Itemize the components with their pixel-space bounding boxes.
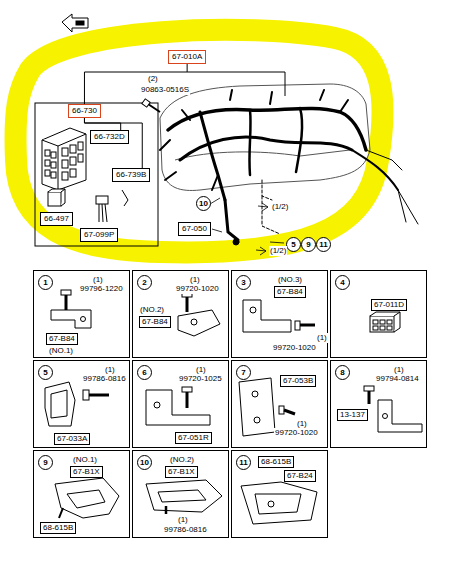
- part-number: 67-033A: [54, 433, 90, 445]
- part-text: (1): [316, 333, 328, 343]
- part-number: 67-B84: [46, 333, 78, 345]
- callout-number: 2: [137, 275, 152, 290]
- part-label-box: 67-099P: [80, 228, 118, 242]
- part-number: 67-B84: [274, 286, 306, 298]
- callout-number: 8: [335, 365, 350, 380]
- callout-number: 4: [335, 275, 350, 290]
- direction-arrow: [62, 14, 88, 32]
- detail-cell: 2(1)99720-1020(NO.2)67-B84: [132, 270, 229, 358]
- part-number: 67-B84: [139, 316, 171, 328]
- wire-harness: [160, 90, 418, 245]
- part-number: 66-497: [44, 214, 69, 223]
- part-text: (NO.2): [169, 455, 195, 465]
- part-number: 13-137: [337, 409, 368, 421]
- cell-drawings: [45, 290, 422, 524]
- screw: [142, 99, 160, 112]
- part-label-box: 66-497: [40, 212, 73, 226]
- part-text: 99796-1220: [79, 284, 124, 294]
- part-text: 99786-0816: [82, 374, 127, 384]
- part-text: 99720-1025: [178, 374, 223, 384]
- tree-connector: [84, 64, 187, 104]
- detail-cell: 8(1)99794-081413-137: [330, 360, 427, 448]
- part-text: (1): [177, 515, 189, 525]
- callout-number: 1: [38, 275, 53, 290]
- detail-cell: 767-053B(1)99720-1020: [231, 360, 328, 448]
- callout-number: 3: [236, 275, 251, 290]
- detail-cell: 1(1)99796-122067-B84(NO.1): [33, 270, 130, 358]
- part-text: (NO.3): [277, 275, 303, 285]
- part-number: 67-099P: [84, 230, 114, 239]
- part-number: 67-011D: [371, 299, 407, 311]
- part-text: 99720-1020: [175, 284, 220, 294]
- callout-number: 5: [286, 237, 301, 252]
- callout-number: 11: [316, 237, 331, 252]
- part-number: 66-739B: [116, 170, 146, 179]
- dashboard: [160, 84, 370, 190]
- tree-connector: [84, 118, 142, 168]
- detail-cell: 9 (NO.1)67-B1X 68-615B: [33, 450, 130, 538]
- part-number: 67-050: [182, 224, 207, 233]
- callout-number: 10: [196, 196, 211, 211]
- part-number: 67-B1X: [165, 466, 198, 478]
- part-number: 67-053B: [280, 375, 316, 387]
- part-text: 99786-0816: [163, 525, 208, 535]
- callout-number: 10: [137, 455, 152, 470]
- highlight-loop: [16, 30, 383, 253]
- part-number: 66-730: [72, 106, 97, 115]
- part-text: 99720-1020: [274, 428, 319, 438]
- part-number: 67-010A: [172, 52, 202, 61]
- callout-number: 9: [301, 237, 316, 252]
- part-number: 66-732D: [94, 132, 125, 141]
- detail-cell: 4 67-011D: [330, 270, 427, 358]
- detail-cell: 11 68-615B 67-B24: [231, 450, 328, 538]
- harness-leader: [187, 72, 285, 96]
- callout-number: 9: [38, 455, 53, 470]
- label-text: (2): [147, 74, 159, 84]
- part-number: 68-615B: [40, 522, 76, 534]
- detail-cell: 10 (NO.2)67-B1X (1)99786-0816: [132, 450, 229, 538]
- callout-number: 6: [137, 365, 152, 380]
- detail-cell: 3 (NO.3)67-B84 99720-1020(1): [231, 270, 328, 358]
- part-number: 67-B24: [284, 470, 316, 482]
- label-text: (1/2): [269, 246, 287, 256]
- part-number: 67-B1X: [70, 466, 103, 478]
- part-label-box: 66-732D: [90, 130, 129, 144]
- part-label-box: 67-050: [178, 222, 211, 236]
- callout-number: 7: [236, 365, 251, 380]
- connector-pigtail: [96, 190, 128, 222]
- tree-connector: [84, 118, 120, 130]
- part-text: (NO.1): [48, 346, 74, 356]
- part-text: 99794-0814: [375, 374, 420, 384]
- part-number: 68-615B: [258, 456, 294, 468]
- label-text: 90863-0516S: [140, 85, 190, 95]
- part-text: 99720-1020: [272, 343, 317, 353]
- enclosure: [35, 103, 158, 246]
- callout-number: 5: [38, 365, 53, 380]
- part-label-box: 66-730: [68, 104, 101, 118]
- detail-cell: 6(1)99720-102567-051R: [132, 360, 229, 448]
- detail-cell: 5(1)99786-081667-033A: [33, 360, 130, 448]
- fuse-block: [42, 128, 86, 190]
- relay: [48, 189, 65, 206]
- callout-number: 11: [236, 455, 251, 470]
- part-label-box: 66-739B: [112, 168, 150, 182]
- part-label-box: 67-010A: [168, 50, 206, 64]
- part-text: (NO.2): [139, 305, 165, 315]
- label-text: (1/2): [271, 202, 289, 212]
- part-text: (NO.1): [72, 455, 98, 465]
- part-number: 67-051R: [175, 432, 212, 444]
